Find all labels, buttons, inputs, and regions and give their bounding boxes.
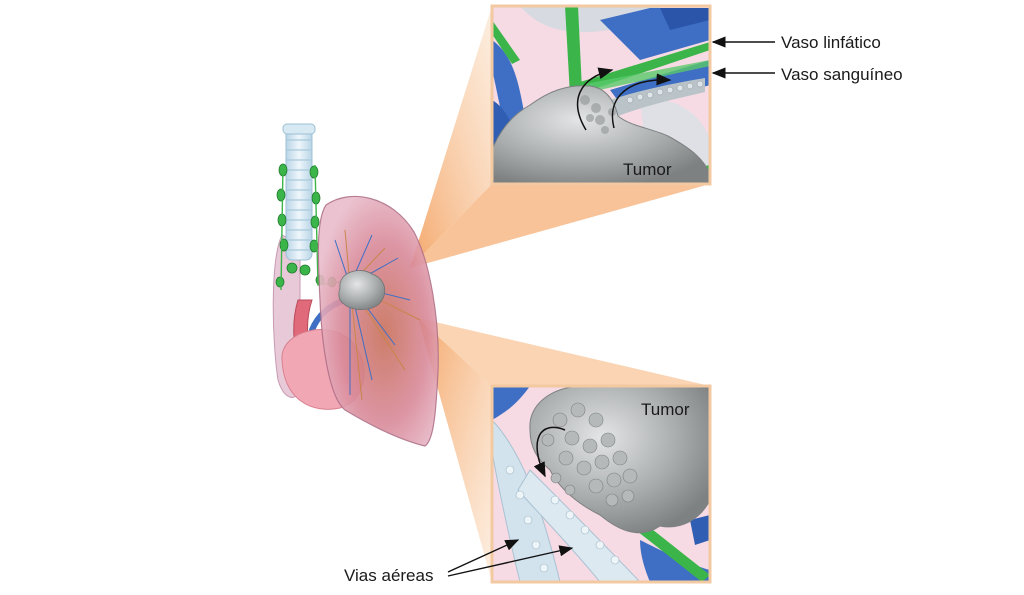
label-tumor-top: Tumor bbox=[623, 160, 672, 179]
callout-cone-bottom-side bbox=[418, 318, 710, 386]
lung-tumor bbox=[338, 270, 386, 310]
arrow-to-blood bbox=[611, 73, 672, 129]
arrow-to-lymph bbox=[576, 67, 614, 131]
pointer-airway-2 bbox=[447, 545, 574, 577]
callout-cone-top bbox=[410, 6, 492, 268]
label-airways: Vias aéreas bbox=[344, 566, 434, 585]
pointer-airway-1 bbox=[447, 539, 520, 573]
arrow-to-airway bbox=[533, 426, 566, 478]
callout-cone-top-side bbox=[410, 184, 710, 268]
label-lymphatic-vessel: Vaso linfático bbox=[781, 33, 881, 52]
label-tumor-bottom: Tumor bbox=[641, 400, 690, 419]
inset-bottom bbox=[490, 384, 712, 584]
right-lung bbox=[317, 195, 439, 447]
label-blood-vessel: Vaso sanguíneo bbox=[781, 65, 903, 84]
trachea bbox=[282, 123, 316, 261]
inset-top bbox=[490, 4, 712, 186]
